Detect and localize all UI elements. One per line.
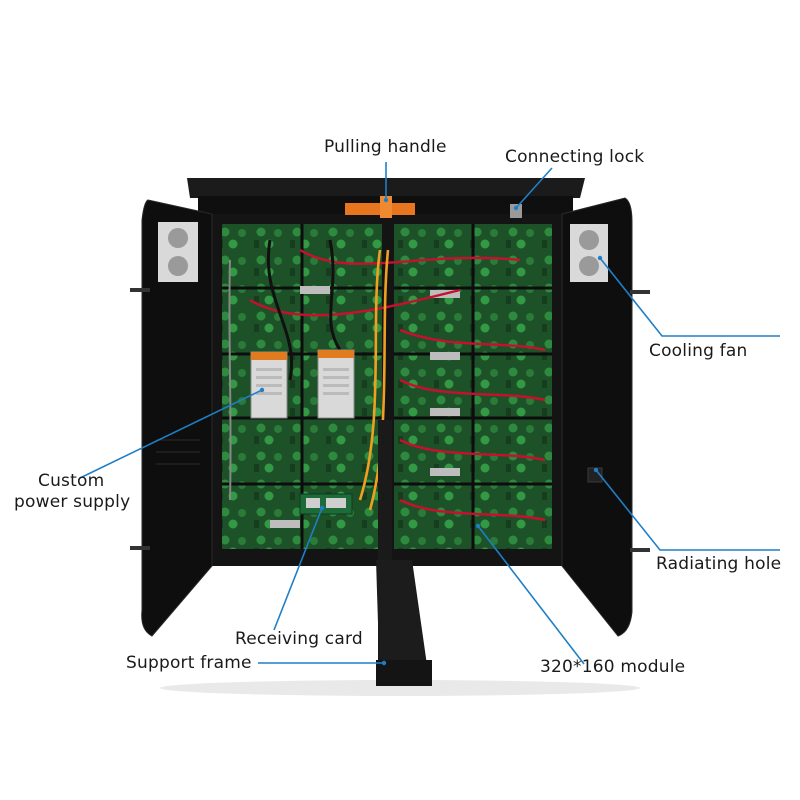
label-custom-power-supply-line1: Custom	[38, 471, 105, 491]
leader-dot-module	[475, 523, 481, 529]
ground-shadow	[160, 680, 640, 696]
label-pulling-handle: Pulling handle	[324, 137, 447, 157]
leader-cooling-fan	[599, 257, 780, 337]
leader-module	[477, 525, 585, 665]
leader-connecting-lock	[515, 167, 553, 209]
leader-dot-radiating-hole	[593, 467, 599, 473]
leader-dot-custom-power-supply	[259, 387, 265, 393]
label-receiving-card: Receiving card	[235, 629, 363, 649]
power-supply-units	[250, 349, 355, 419]
power-cables	[228, 239, 546, 522]
leader-receiving-card	[273, 507, 323, 631]
left-door	[130, 199, 213, 637]
leader-dot-receiving-card	[319, 505, 325, 511]
label-custom-power-supply: Custom power supply	[14, 471, 130, 513]
leader-dot-cooling-fan	[597, 255, 603, 261]
leader-dot-connecting-lock	[513, 205, 519, 211]
leader-custom-power-supply	[79, 389, 263, 479]
label-radiating-hole: Radiating hole	[656, 554, 782, 574]
pulling-handle-part	[345, 196, 415, 218]
right-door	[561, 197, 650, 637]
connecting-lock-part	[510, 204, 522, 218]
label-connecting-lock: Connecting lock	[505, 147, 645, 167]
leader-dot-support-frame	[381, 660, 387, 666]
leader-radiating-hole	[595, 469, 780, 551]
receiving-card-board	[299, 493, 353, 515]
leader-dot-pulling-handle	[383, 197, 389, 203]
label-module: 320*160 module	[540, 657, 686, 677]
label-cooling-fan: Cooling fan	[649, 341, 748, 361]
leader-lines	[79, 162, 780, 665]
label-support-frame: Support frame	[126, 653, 252, 673]
label-custom-power-supply-line2: power supply	[14, 492, 131, 512]
support-frame-part	[376, 420, 432, 686]
